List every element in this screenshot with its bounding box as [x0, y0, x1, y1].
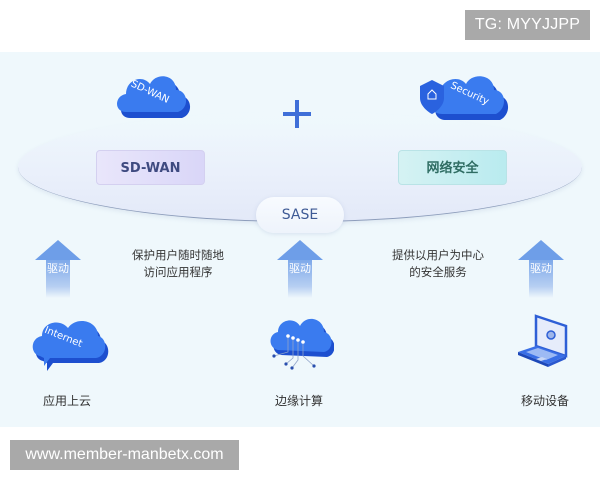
sase-diagram-panel: SD-WAN Security SD-WAN 网络安全 SASE 驱动 驱动 驱…: [0, 52, 600, 427]
sdwan-description: 保护用户随时随地 访问应用程序: [132, 248, 224, 279]
edge-computing-cloud-icon: [270, 318, 334, 370]
drive-arrow-icon: 驱动: [277, 240, 323, 298]
drive-arrow-icon: 驱动: [518, 240, 564, 298]
laptop-icon: [518, 314, 568, 367]
security-label-box: 网络安全: [398, 150, 507, 185]
security-cloud-shield-icon: Security: [420, 76, 509, 120]
drive-arrow-label: 驱动: [288, 260, 312, 298]
sase-label: SASE: [256, 197, 344, 233]
drive-arrow-label: 驱动: [529, 260, 553, 298]
security-description: 提供以用户为中心 的安全服务: [392, 248, 484, 279]
internet-cloud-icon: Internet: [32, 321, 109, 371]
cloud-app-label: 应用上云: [42, 394, 91, 408]
watermark-top: TG: MYYJJPP: [465, 10, 590, 40]
sdwan-label-box: SD-WAN: [96, 150, 205, 185]
mobile-device-label: 移动设备: [520, 394, 569, 408]
sdwan-cloud-icon: SD-WAN: [117, 76, 191, 118]
plus-icon: [283, 100, 311, 128]
edge-computing-label: 边缘计算: [274, 394, 323, 408]
drive-arrow-label: 驱动: [46, 260, 70, 298]
drive-arrow-icon: 驱动: [35, 240, 81, 298]
watermark-bottom: www.member-manbetx.com: [10, 440, 239, 470]
